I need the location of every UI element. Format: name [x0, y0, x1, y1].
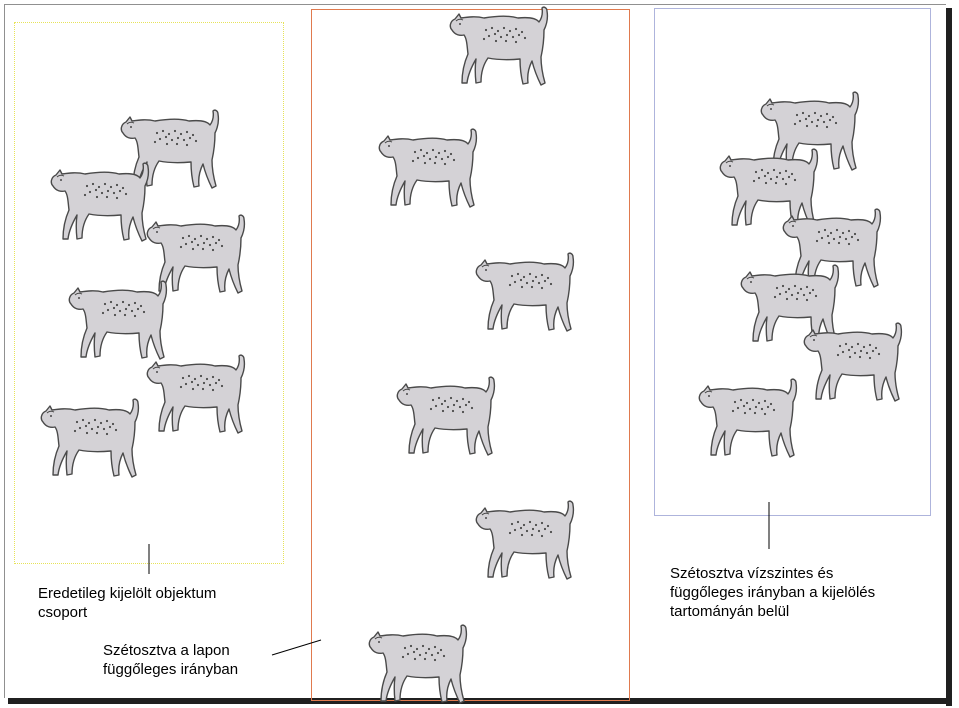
hyena-icon — [51, 163, 148, 241]
hyena-icon — [804, 323, 901, 401]
hyena-icon — [369, 625, 466, 703]
hyena-icon — [379, 129, 476, 207]
hyena-icon — [147, 355, 244, 433]
caption-range-distribution: Szétosztva vízszintes és függőleges irán… — [670, 564, 930, 621]
hyena-icon — [699, 379, 796, 457]
hyena-icon — [476, 501, 573, 579]
hyena-icon — [41, 399, 138, 477]
hyena-icon — [741, 265, 838, 343]
hyena-icon — [476, 253, 573, 331]
hyena-icon — [69, 281, 166, 359]
hyena-icon — [720, 149, 817, 227]
hyena-icon — [397, 377, 494, 455]
caption-original-group: Eredetileg kijelölt objektum csoport — [38, 584, 278, 622]
hyena-icon — [450, 7, 547, 85]
caption-page-distribution: Szétosztva a lapon függőleges irányban — [103, 641, 293, 679]
